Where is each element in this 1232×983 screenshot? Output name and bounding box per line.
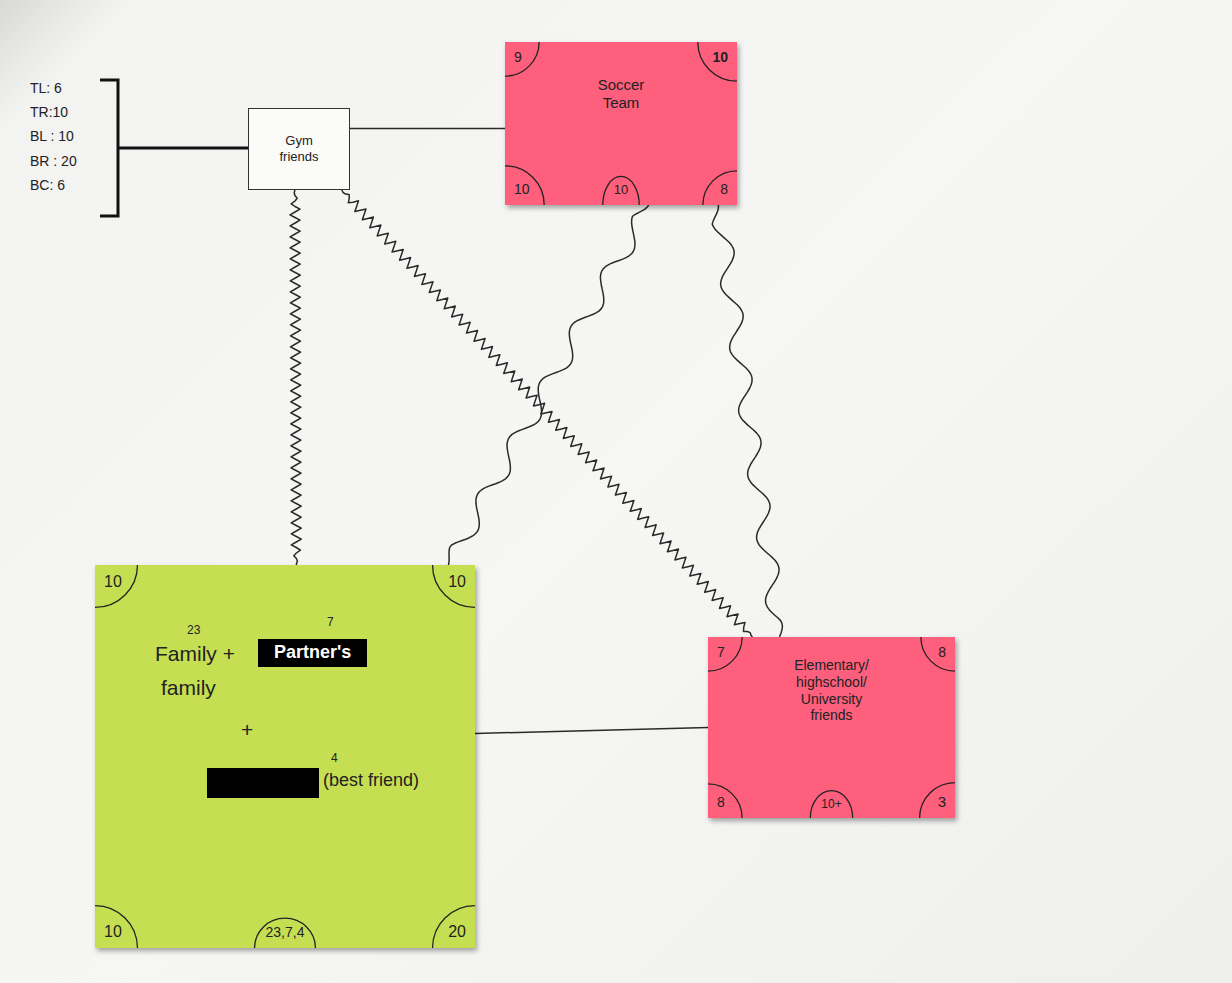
corner-number: 10 [614, 182, 628, 198]
corner-number: 10+ [821, 797, 841, 811]
corner-number: 9 [514, 49, 522, 66]
group-name: family [161, 675, 216, 700]
group-name: (best friend) [323, 770, 419, 792]
corner-number: 8 [720, 181, 728, 198]
corner-number: 8 [938, 644, 946, 661]
zigzag-connector [290, 190, 301, 565]
connector-line [350, 128, 505, 130]
leader-line [118, 147, 248, 150]
group-name: Family + [155, 641, 235, 666]
count-number: 7 [327, 615, 334, 629]
corner-arc [505, 42, 737, 205]
corner-number: 3 [938, 793, 946, 811]
corner-number: 10 [712, 49, 728, 66]
wavy-connector [448, 205, 648, 565]
count-number: 23 [187, 623, 200, 637]
corner-number: 23,7,4 [266, 924, 305, 941]
corner-arc [708, 637, 955, 818]
group-name: Partner's [258, 639, 367, 667]
group-name: Gym friends [267, 133, 331, 164]
sticky-note: 10 10 23Family + 7Partner's family +4 (best fr… [95, 565, 475, 948]
corner-number: 8 [717, 794, 725, 811]
score-label: BL : 10 [30, 128, 74, 145]
score-label: TL: 6 [30, 80, 62, 97]
redaction-bar [207, 768, 319, 798]
corner-number: 10 [104, 922, 122, 941]
score-label: BR : 20 [30, 153, 77, 170]
corner-arc [95, 565, 475, 948]
score-label: TR:10 [30, 104, 68, 121]
corner-number: 20 [448, 922, 466, 941]
group-name: + [241, 717, 253, 742]
count-number: 4 [331, 751, 338, 765]
group-box: Gym friends [248, 108, 350, 190]
sticky-note: 910Soccer Team10108 [505, 42, 737, 205]
corner-number: 10 [104, 572, 122, 591]
corner-arcs [505, 42, 737, 205]
bracket-line [100, 80, 118, 216]
group-name: Elementary/ highschool/ University frien… [780, 657, 884, 724]
sticky-note: 78Elementary/ highschool/ University fri… [708, 637, 955, 818]
corner-arcs [95, 565, 475, 948]
connector-line [475, 728, 708, 734]
corner-number: 10 [514, 181, 530, 198]
corner-number: 10 [448, 572, 466, 591]
group-name: Soccer Team [581, 76, 661, 112]
wavy-connector [712, 205, 782, 637]
score-label: BC: 6 [30, 177, 65, 194]
corner-number: 7 [717, 644, 725, 661]
